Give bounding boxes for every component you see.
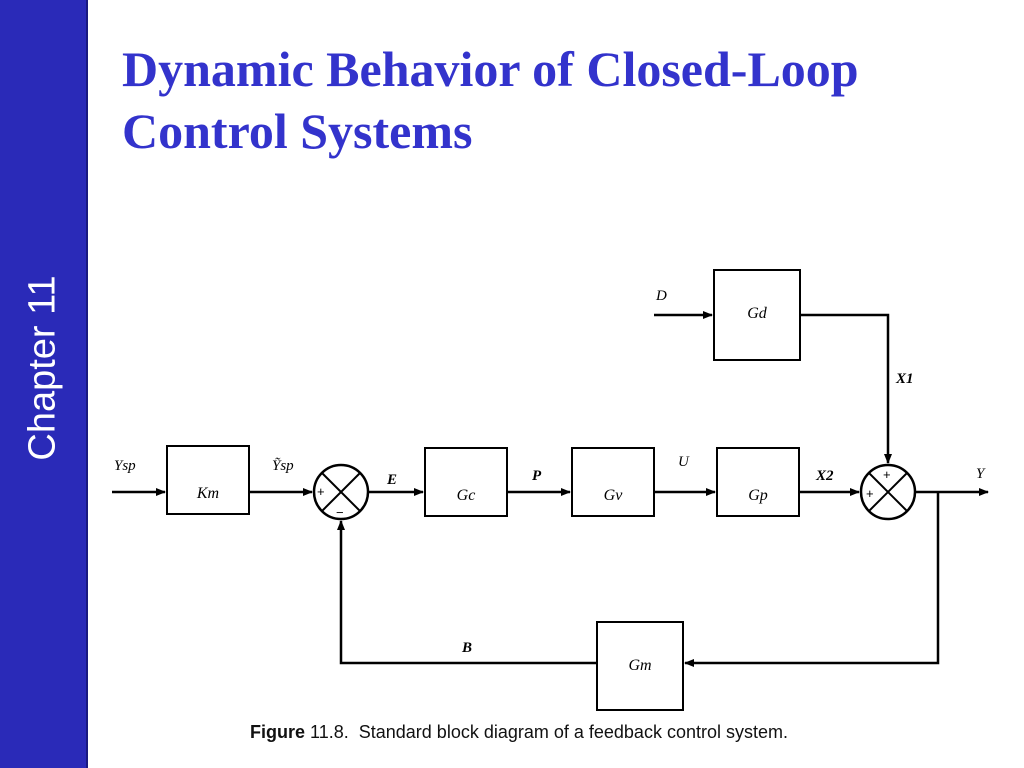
signal-ysp: Ysp — [114, 458, 136, 474]
sum-plus-left-sign: + — [866, 486, 874, 501]
km-block — [166, 445, 250, 515]
gd-block — [713, 269, 801, 361]
signal-ysp-tilde: Ỹsp — [272, 457, 294, 474]
gc-label: Gc — [457, 487, 476, 504]
sum-plus-top-sign: + — [883, 467, 891, 482]
comparator-plus-sign: + — [317, 484, 325, 499]
figure-label: Figure — [250, 722, 306, 742]
chapter-label: Chapter 11 — [21, 275, 64, 461]
signal-y: Y — [976, 466, 986, 482]
signal-d: D — [655, 288, 667, 304]
gp-label: Gp — [748, 487, 768, 504]
signal-b: B — [461, 640, 472, 656]
slide-title: Dynamic Behavior of Closed-Loop Control … — [122, 41, 859, 159]
comparator-junction — [312, 463, 370, 521]
signal-x2: X2 — [815, 468, 834, 484]
signal-e: E — [386, 472, 397, 488]
signal-x1: X1 — [895, 371, 914, 387]
signal-p: P — [532, 468, 542, 484]
figure-caption: Figure 11.8. Standard block diagram of a… — [250, 722, 788, 743]
gm-block — [596, 621, 684, 711]
chapter-sidebar: Chapter 11 — [0, 0, 88, 768]
km-label: Km — [196, 485, 219, 502]
summing-junction — [859, 463, 917, 521]
gc-block — [424, 447, 508, 517]
gv-block — [571, 447, 655, 517]
gp-block — [716, 447, 800, 517]
block-diagram: Km Gc Gv Gp Gd Gm Ysp Ỹsp E P U X2 X1 Y … — [112, 269, 989, 711]
figure-text: Standard block diagram of a feedback con… — [358, 722, 788, 742]
figure-number: 11.8. — [310, 722, 349, 742]
gv-label: Gv — [604, 487, 624, 504]
gd-label: Gd — [747, 305, 768, 322]
comparator-minus-sign: − — [336, 505, 344, 520]
gm-label: Gm — [628, 657, 651, 674]
signal-u: U — [678, 454, 690, 470]
